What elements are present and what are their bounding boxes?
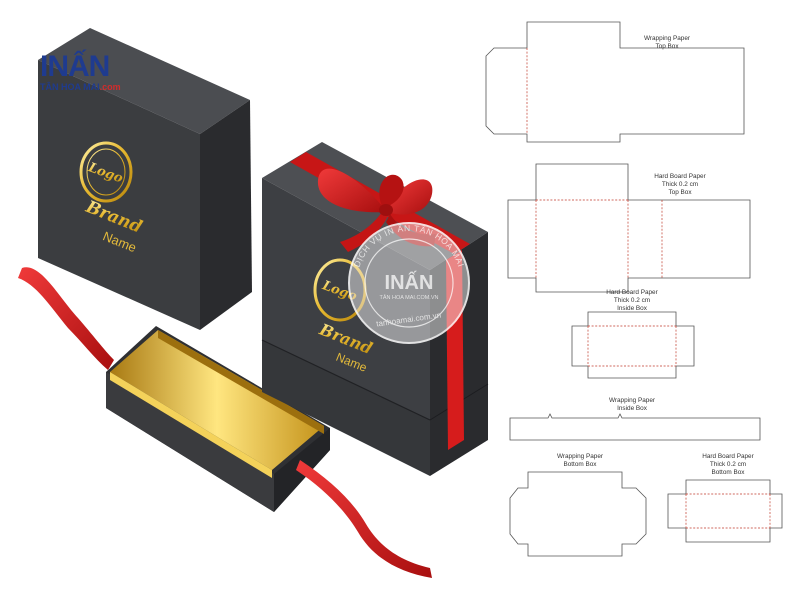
tray-gold-back	[158, 330, 324, 434]
dieline-label-bottom-board-3: Bottom Box	[711, 469, 745, 476]
dieline-label-inside-wrap-2: Inside Box	[617, 405, 648, 412]
dieline-label-top-wrap-1: Wrapping Paper	[644, 35, 691, 42]
dieline-label-top-board-1: Hard Board Paper	[654, 173, 706, 180]
dieline-hardboard-inside-box: Hard Board Paper Thick 0.2 cm Inside Box	[571, 289, 695, 379]
bow-tail-right	[386, 214, 436, 247]
dieline-label-inside-wrap-1: Wrapping Paper	[609, 397, 656, 404]
brand-logo: INẤN TÂN HOA MAI.com	[40, 49, 121, 92]
open-inner-tray	[18, 267, 432, 578]
closed-box-side-face	[200, 100, 252, 330]
dieline-wrapping-bottom-box: Wrapping Paper Bottom Box	[509, 453, 647, 557]
tray-gold-wall	[110, 372, 272, 478]
dieline-label-inside-board-3: Inside Box	[617, 305, 648, 312]
dieline-label-top-wrap-2: Top Box	[655, 43, 679, 50]
lid-seam-line	[261, 339, 431, 421]
tray-side-dark	[106, 372, 274, 512]
watermark-center-sub: TÂN HOA MAI.COM.VN	[380, 294, 439, 301]
logo-circle-emblem	[79, 141, 133, 203]
bow-knot	[379, 204, 393, 216]
bow-tail-left	[340, 212, 388, 252]
brand-logo-main: INẤN	[40, 49, 109, 83]
bow-loop-back	[379, 174, 404, 208]
brand-logo-sub: TÂN HOA MAI.com	[40, 81, 121, 92]
watermark-center-text: INẤN	[385, 271, 434, 294]
dieline-label-bottom-wrap-1: Wrapping Paper	[557, 453, 604, 460]
dieline-label-inside-board-1: Hard Board Paper	[606, 289, 658, 296]
tray-ribbon-left	[18, 267, 114, 370]
closed-gift-box: Logo Brand Name	[38, 28, 252, 330]
dieline-label-bottom-board-2: Thick 0.2 cm	[710, 461, 746, 468]
dieline-hardboard-top-box: Hard Board Paper Thick 0.2 cm Top Box	[507, 163, 751, 293]
logo-circle-inner	[86, 148, 126, 196]
tray-gold-interior	[110, 330, 324, 470]
dieline-label-bottom-board-1: Hard Board Paper	[702, 453, 754, 460]
dieline-label-top-board-2: Thick 0.2 cm	[662, 181, 698, 188]
tray-ribbon-right	[296, 460, 432, 578]
watermark: DỊCH VỤ IN ẤN TÂN HOA MAI INẤN TÂN HOA M…	[348, 222, 470, 344]
ribbon-box-front-base	[262, 340, 430, 476]
dieline-label-inside-board-2: Thick 0.2 cm	[614, 297, 650, 304]
ribbon-gift-box: Logo Brand Name	[261, 142, 489, 476]
bow-loop-right	[388, 179, 433, 215]
dieline-wrapping-top-box: Wrapping Paper Top Box	[485, 21, 745, 143]
dieline-hardboard-bottom-box: Hard Board Paper Thick 0.2 cm Bottom Box	[667, 453, 783, 543]
dieline-label-top-board-3: Top Box	[668, 189, 692, 196]
ribbon-band-side	[446, 250, 464, 450]
bow-loop-left	[317, 168, 384, 213]
closed-box-top-face	[38, 28, 250, 134]
dieline-label-bottom-wrap-2: Bottom Box	[563, 461, 597, 468]
dieline-wrapping-inside-box: Wrapping Paper Inside Box	[509, 397, 761, 441]
